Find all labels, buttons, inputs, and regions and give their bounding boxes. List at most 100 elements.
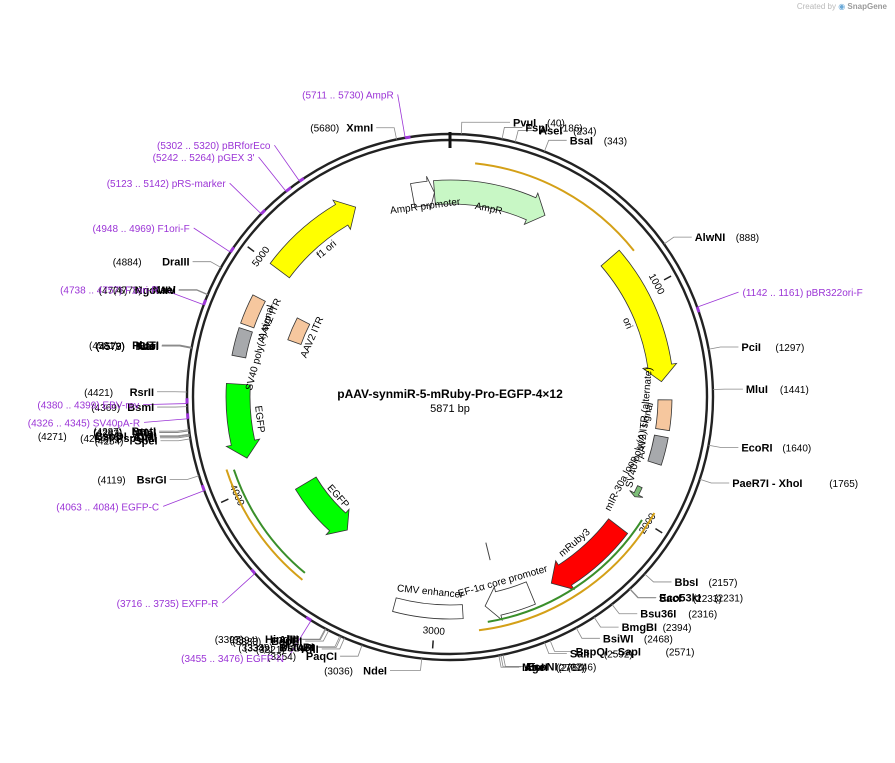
primer-egfp-n[interactable]: (3455 .. 3476) EGFP-N [181, 654, 284, 665]
feature-f1-ori[interactable] [269, 199, 357, 279]
site-bsu36i[interactable]: Bsu36I(2316) [640, 609, 717, 621]
site-leader [498, 655, 520, 668]
feature-cmv-enhancer[interactable] [392, 597, 464, 620]
site-bsiwi[interactable]: BsiWI(2468) [603, 633, 673, 645]
site-bmti[interactable]: BmtI(4287) [93, 426, 156, 438]
primer-ebv-rev[interactable]: (4380 .. 4399) EBV-rev [37, 401, 139, 412]
feature-sv40-poly-a-signal[interactable] [231, 327, 253, 359]
site-leader [629, 588, 656, 599]
site-kasi[interactable]: KasI(4577) [96, 341, 159, 353]
primer-exfp-r[interactable]: (3716 .. 3735) EXFP-R [117, 599, 219, 610]
site-econi[interactable]: EcoNI(2746) [526, 661, 596, 673]
site-nari[interactable]: NarI(4578) [96, 341, 159, 353]
site-bsmi[interactable]: BsmI(4369) [91, 402, 154, 414]
site-kfli[interactable]: KflI(3321) [256, 644, 319, 656]
site-pvui[interactable]: PvuI(40) [513, 117, 565, 129]
feature-ampr[interactable] [433, 179, 546, 226]
feature-label-ori: ori [620, 316, 634, 330]
primer-ampr[interactable]: (5711 .. 5730) AmpR [302, 90, 394, 101]
site-hindiii[interactable]: HindIII(3397) [215, 634, 299, 646]
site-name: FspI [525, 122, 548, 134]
primer-mark[interactable] [404, 135, 411, 140]
site-rsrii[interactable]: RsrII(4421) [84, 387, 154, 399]
feature-aav2-itr[interactable] [240, 294, 266, 329]
feature-mruby3[interactable] [550, 518, 629, 591]
primer-pgex-3[interactable]: (5242 .. 5264) pGEX 3' [153, 153, 255, 164]
site-name: BmtI [132, 426, 156, 438]
site-paqci[interactable]: PaqCI(3254) [267, 651, 337, 663]
feature-mir-30a-loop[interactable] [629, 485, 644, 498]
site-bmgbi[interactable]: BmgBI(2394) [622, 622, 692, 634]
primer-pbr322ori-f[interactable]: (1142 .. 1161) pBR322ori-F [743, 288, 863, 299]
site-bspdi-clai[interactable]: BspDI - ClaI(4271) [38, 431, 157, 443]
primer-mark[interactable] [200, 484, 206, 492]
site-ecori[interactable]: EcoRI(1640) [741, 442, 811, 454]
site-ndei[interactable]: NdeI(3036) [324, 665, 387, 677]
site-pcii[interactable]: PciI(1297) [741, 342, 804, 354]
primer-egfp-c[interactable]: (4063 .. 4084) EGFP-C [56, 502, 159, 513]
primer-mark[interactable] [305, 615, 313, 622]
site-naei[interactable]: NaeI(4778) [113, 285, 176, 297]
primer-leader [162, 288, 204, 306]
site-asei[interactable]: AseI(234) [539, 126, 596, 138]
primer-mark[interactable] [260, 209, 267, 215]
site-position: (3334) [238, 643, 267, 654]
primer-leader [697, 291, 739, 308]
site-afei[interactable]: AfeI(4282) [93, 428, 156, 440]
site-leader [699, 478, 730, 484]
site-maubi[interactable]: MauBI(3339) [244, 642, 314, 654]
site-leader [708, 444, 739, 448]
site-xmni[interactable]: XmnI(5680) [310, 123, 373, 135]
site-saci[interactable]: SacI(2233) [659, 593, 722, 605]
site-sfoi[interactable]: SfoI(4579) [96, 341, 159, 353]
site-paer7i-xhoi[interactable]: PaeR7I - XhoI(1765) [732, 478, 858, 490]
feature-aav2-itr[interactable] [287, 317, 311, 345]
site-leader [340, 644, 363, 657]
site-spei[interactable]: SpeI(4254) [95, 436, 158, 448]
feature-sv40-poly-a-signal[interactable] [647, 434, 669, 466]
site-name: AgeI [524, 662, 548, 674]
site-pluti[interactable]: PluTI(4581) [89, 340, 159, 352]
feature-ori[interactable] [600, 249, 678, 383]
site-ngomiv[interactable]: NgoMIV(4776) [99, 285, 177, 297]
primer-prs-marker[interactable]: (5123 .. 5142) pRS-marker [107, 179, 227, 190]
feature-ampr-promoter[interactable] [410, 176, 435, 211]
primer-mark[interactable] [298, 177, 305, 183]
site-aflii[interactable]: AflII(3394) [230, 635, 300, 647]
primer-sv40pa-r[interactable]: (4326 .. 4345) SV40pA-R [28, 418, 140, 429]
site-fspi[interactable]: FspI(186) [525, 122, 582, 134]
primer-mark[interactable] [229, 246, 235, 254]
feature-aav2-itr-alternate[interactable] [655, 399, 673, 432]
primer-mark[interactable] [250, 568, 257, 575]
site-bsrgi[interactable]: BsrGI(4119) [97, 474, 166, 486]
plasmid-name: pAAV-synmiR-5-mRuby-Pro-EGFP-4×12 [337, 387, 563, 401]
site-nhei[interactable]: NheI(4283) [93, 427, 156, 439]
site-bspei[interactable]: BspEI(3383) [232, 636, 302, 648]
site-draiii[interactable]: DraIII(4884) [113, 257, 190, 269]
feature-egfp[interactable] [225, 382, 261, 459]
site-bsai[interactable]: BsaI(343) [570, 135, 627, 147]
site-alwni[interactable]: AlwNI(888) [695, 232, 759, 244]
primer-pbrforeco[interactable]: (5302 .. 5320) pBRforEco [157, 141, 271, 152]
site-mlui[interactable]: MluI(1441) [746, 384, 809, 396]
site-bstapi[interactable]: BstAPI(3334) [238, 642, 315, 654]
site-sali[interactable]: SalI(2592) [570, 649, 633, 661]
primer-mark[interactable] [285, 186, 292, 193]
feature-kozak-sequence[interactable] [485, 542, 491, 561]
primer-f1ori-r[interactable]: (4738 .. 4757) F1ori-R [60, 285, 158, 296]
feature-egfp[interactable] [294, 476, 350, 536]
site-bbsi[interactable]: BbsI(2157) [675, 577, 738, 589]
site-pspomi[interactable]: PspOMI(4264) [80, 433, 157, 445]
primer-mark[interactable] [202, 299, 208, 306]
site-eco53ki[interactable]: Eco53kI(2231) [659, 592, 743, 604]
site-leader [305, 630, 330, 642]
site-bspqi-sapi[interactable]: BspQI - SapI(2571) [576, 646, 695, 658]
site-mfei[interactable]: MfeI(2761) [522, 662, 585, 674]
primer-mark[interactable] [695, 306, 701, 313]
site-name: AfeI [136, 428, 157, 440]
feature-ef-1-core-promoter[interactable] [484, 581, 536, 622]
site-name: PaqCI [306, 651, 337, 663]
primer-f1ori-f[interactable]: (4948 .. 4969) F1ori-F [92, 224, 189, 235]
site-agei[interactable]: AgeI(2754) [524, 662, 587, 674]
site-apai[interactable]: ApaI(4268) [94, 432, 157, 444]
